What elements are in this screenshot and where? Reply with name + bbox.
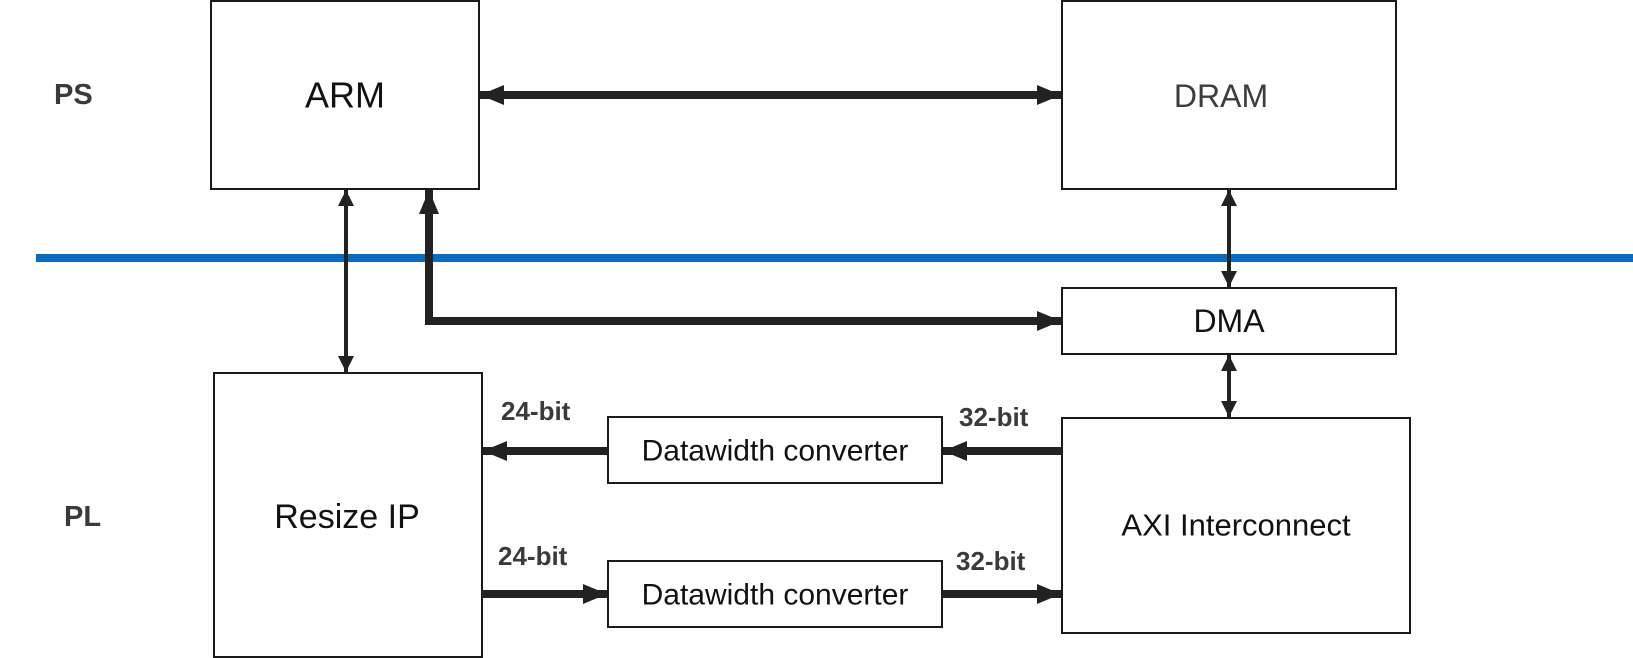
ps-domain-label: PS bbox=[54, 79, 93, 111]
resize-ip-label: Resize IP bbox=[274, 498, 420, 536]
bus-width-top-right: 32-bit bbox=[959, 402, 1029, 432]
dma-label: DMA bbox=[1193, 303, 1265, 339]
bus-width-bottom-left: 24-bit bbox=[498, 541, 568, 571]
datawidth-converter-bottom[interactable]: Datawidth converter bbox=[607, 560, 943, 628]
resize-ip-block[interactable]: Resize IP bbox=[213, 372, 483, 658]
dram-label: DRAM bbox=[1174, 78, 1268, 114]
bus-width-bottom-right: 32-bit bbox=[956, 546, 1026, 576]
axi-interconnect-label: AXI Interconnect bbox=[1121, 508, 1351, 543]
pl-domain-label: PL bbox=[64, 501, 101, 533]
datawidth-converter-bottom-label: Datawidth converter bbox=[642, 579, 909, 612]
arm-label: ARM bbox=[305, 75, 385, 116]
datawidth-converter-top[interactable]: Datawidth converter bbox=[607, 416, 943, 484]
dma-arm-arrow bbox=[419, 190, 1061, 331]
dram-block[interactable]: DRAM bbox=[1061, 0, 1397, 190]
datawidth-converter-top-label: Datawidth converter bbox=[642, 435, 909, 468]
dma-block[interactable]: DMA bbox=[1061, 287, 1397, 355]
bus-width-top-left: 24-bit bbox=[501, 396, 571, 426]
axi-interconnect-block[interactable]: AXI Interconnect bbox=[1061, 417, 1411, 634]
arm-block[interactable]: ARM bbox=[210, 0, 480, 190]
